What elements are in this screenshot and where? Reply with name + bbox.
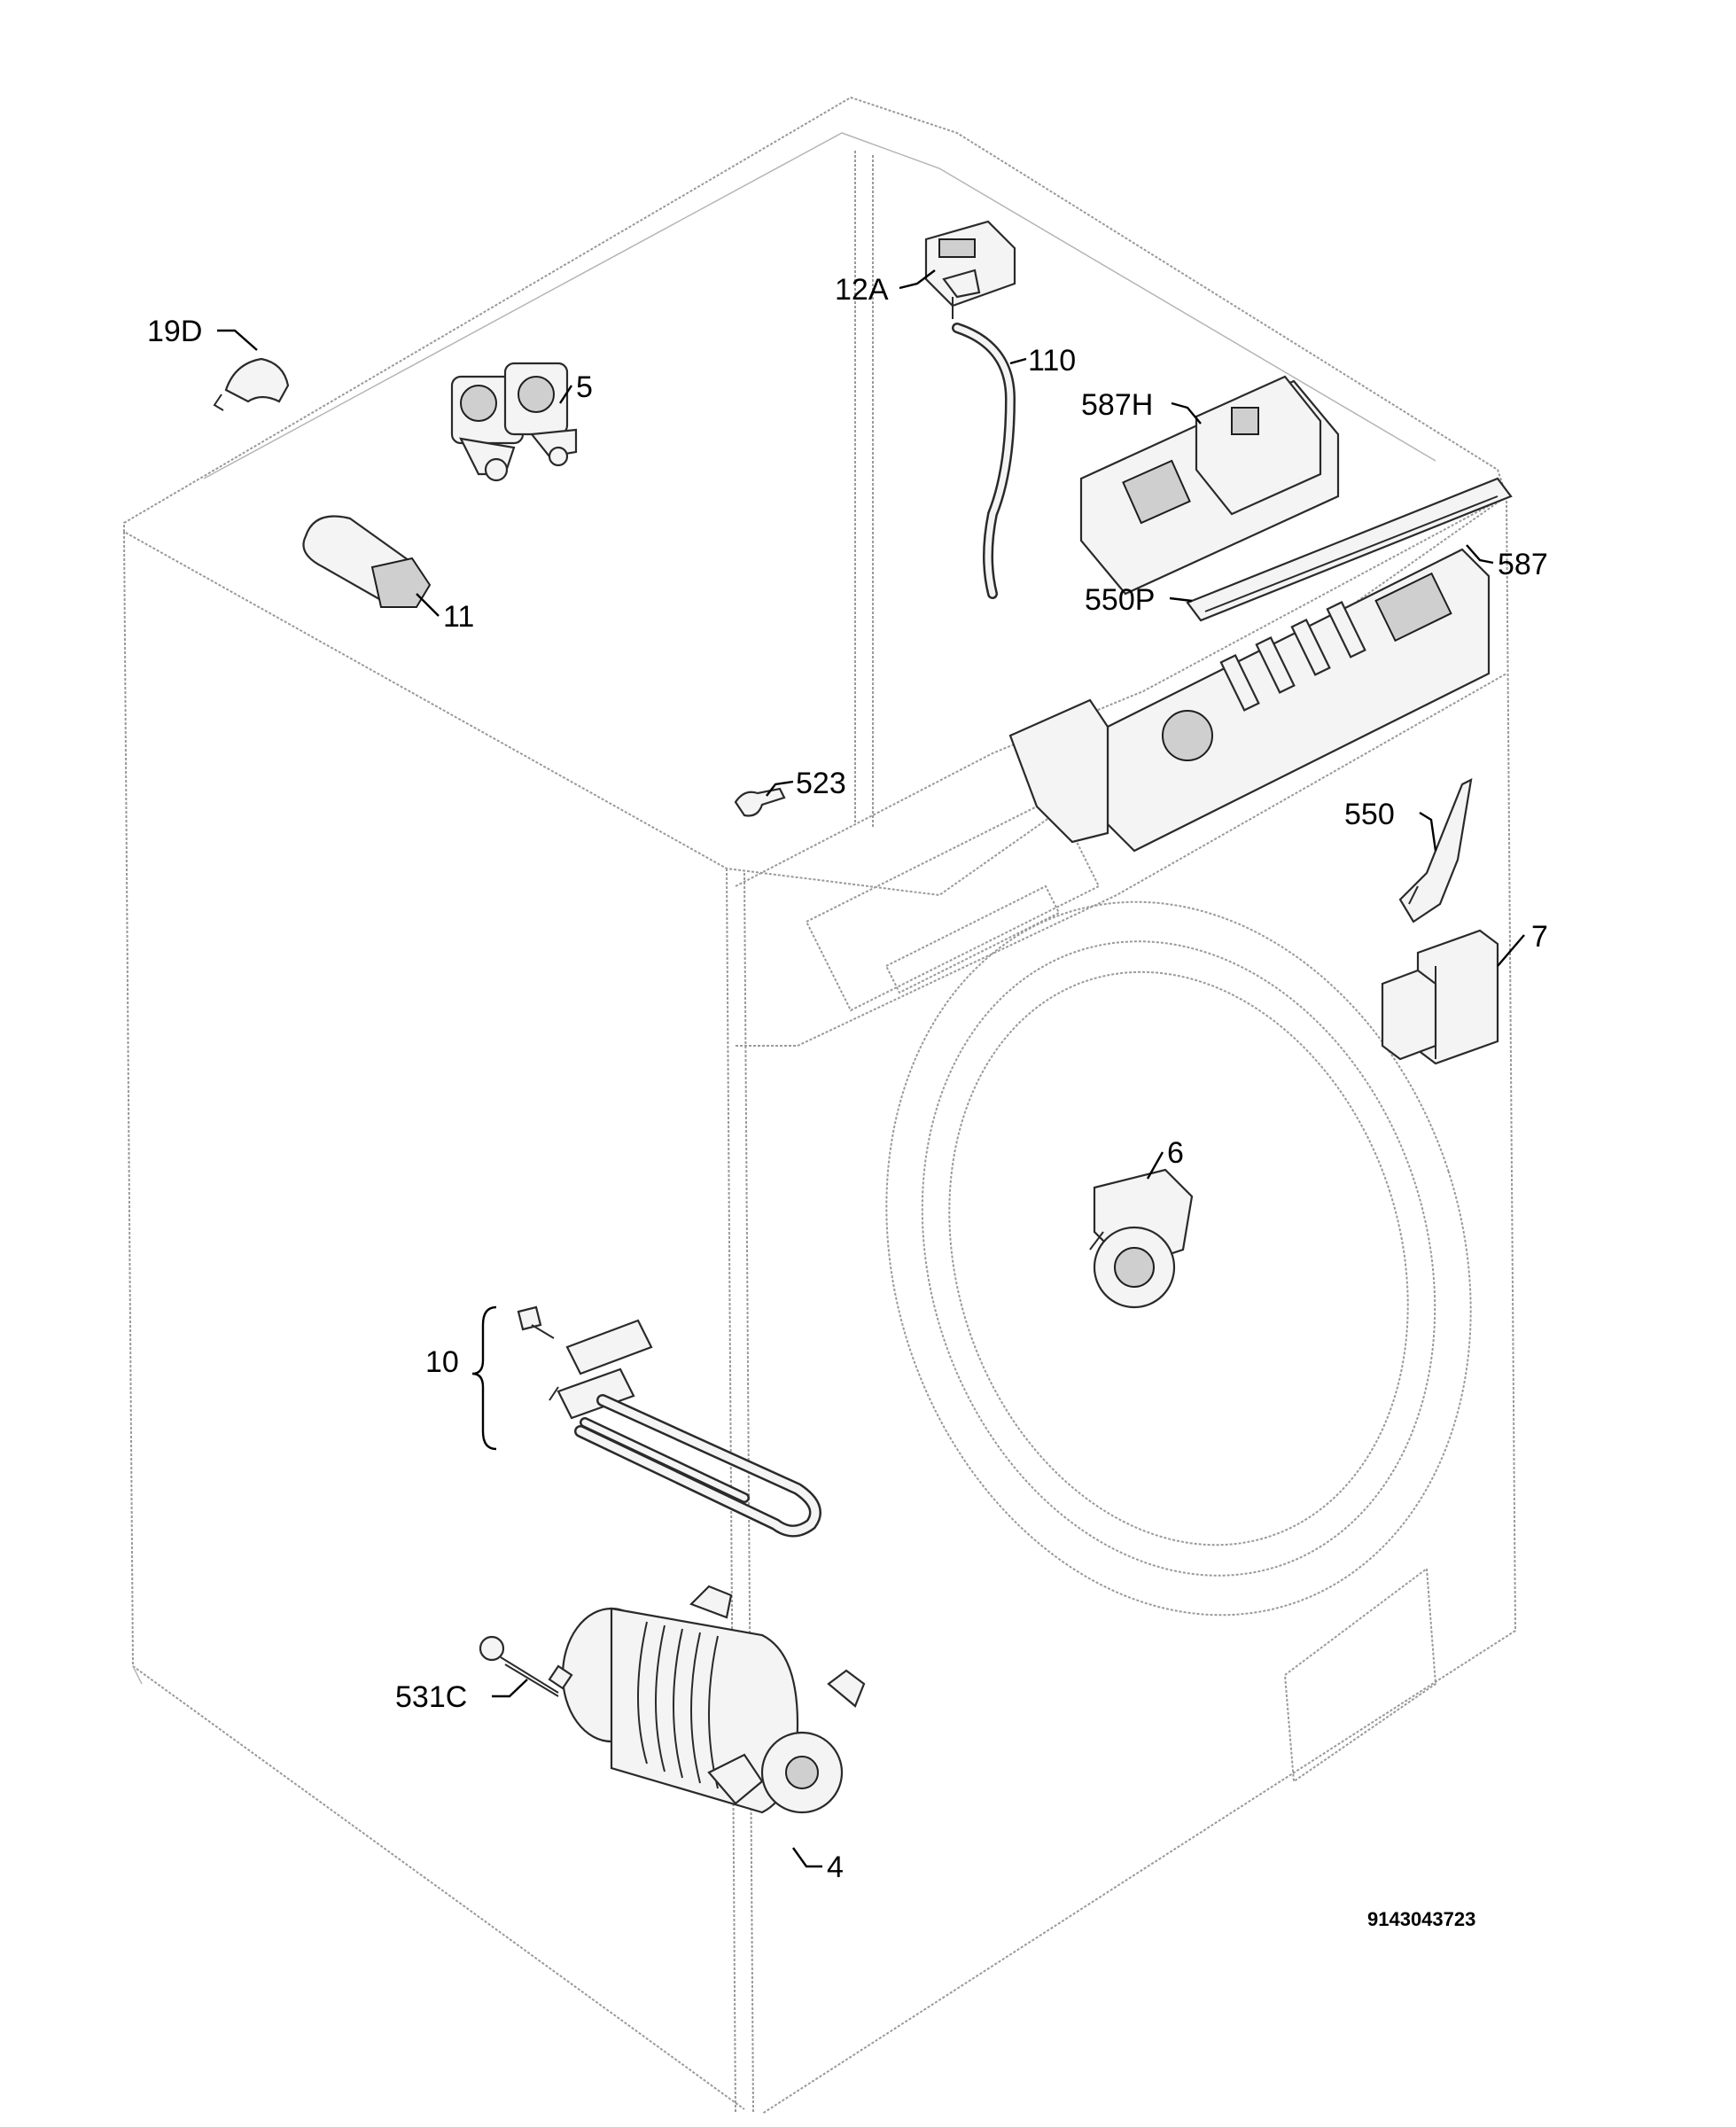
label-4: 4 (827, 1850, 844, 1884)
part-6-drain-pump (1089, 1168, 1194, 1309)
callout-labels: 19D 5 11 12A 110 587H 587 550P 523 550 7… (147, 273, 1548, 1884)
leader-12a (899, 269, 936, 290)
label-6: 6 (1167, 1136, 1184, 1170)
leader-6 (1146, 1151, 1164, 1180)
part-7-door-lock (1381, 929, 1499, 1065)
label-7: 7 (1531, 920, 1548, 954)
label-5: 5 (576, 370, 593, 404)
label-550: 550 (1344, 798, 1395, 831)
label-587h: 587H (1081, 388, 1153, 422)
part-550p-strip (1186, 477, 1513, 622)
part-587h-board (1079, 375, 1340, 596)
leader-531c (492, 1679, 528, 1698)
label-550p: 550P (1085, 583, 1155, 617)
leader-523 (766, 780, 794, 797)
label-10: 10 (425, 1345, 459, 1379)
leader-550p (1169, 596, 1193, 603)
leader-lines (217, 269, 1525, 1868)
label-12a: 12A (835, 273, 889, 307)
part-5-inlet-valve (450, 362, 578, 482)
label-110: 110 (1028, 344, 1076, 378)
leader-19d (217, 329, 258, 351)
part-110-hose (952, 323, 1016, 599)
part-4-motor (548, 1585, 866, 1814)
part-523-clip (734, 787, 786, 817)
leader-7 (1497, 934, 1525, 967)
leader-10-bracket (471, 1305, 497, 1451)
leader-11 (416, 593, 440, 617)
label-587: 587 (1498, 548, 1548, 581)
part-19d (213, 357, 290, 411)
label-531c: 531C (395, 1680, 467, 1714)
leader-587h (1171, 401, 1202, 425)
leader-4 (792, 1847, 822, 1868)
part-531c-bolt (479, 1635, 559, 1697)
leader-587 (1466, 544, 1494, 565)
label-523: 523 (796, 767, 846, 800)
part-11-cylinder (302, 515, 432, 608)
leader-5 (558, 385, 573, 404)
leader-550 (1419, 811, 1437, 852)
part-10-heater (517, 1305, 821, 1538)
part-12a-pressure-switch (924, 220, 1016, 319)
leader-110 (1009, 357, 1027, 365)
part-587-control-board (1008, 548, 1491, 853)
label-11: 11 (443, 600, 474, 634)
label-19d: 19D (147, 315, 202, 348)
document-number: 9143043723 (1367, 1908, 1475, 1930)
motor-windings (637, 1621, 719, 1789)
board-buttons (1219, 601, 1366, 712)
cabinet-outline (123, 96, 1517, 2115)
